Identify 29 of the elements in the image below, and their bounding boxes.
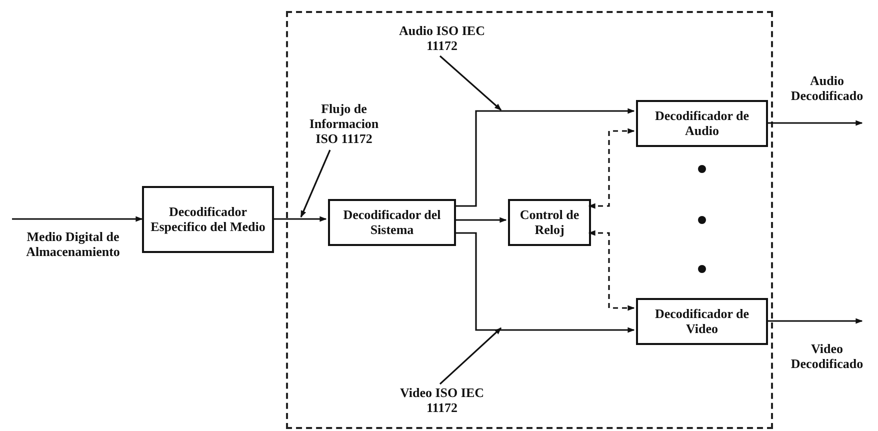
arrow bbox=[12, 216, 143, 222]
box-label: Decodificador del Sistema bbox=[342, 208, 442, 238]
arrow bbox=[588, 128, 635, 209]
box-label: Decodificador de Audio bbox=[654, 108, 750, 138]
arrow bbox=[588, 230, 635, 311]
leader-line bbox=[300, 150, 331, 218]
annotation-text: Audio ISO IEC 11172 bbox=[397, 24, 487, 58]
dashed-boundary bbox=[286, 11, 773, 429]
process-box bbox=[636, 298, 768, 345]
process-box bbox=[328, 199, 456, 246]
box-label: Decodificador Especifico del Medio bbox=[150, 204, 266, 234]
arrow bbox=[454, 217, 507, 223]
arrow bbox=[454, 108, 635, 207]
annotation-text: Flujo de Informacion ISO 11172 bbox=[302, 102, 386, 152]
input-label: Medio Digital de Almacenamiento bbox=[25, 230, 121, 260]
process-box bbox=[142, 186, 274, 253]
arrow bbox=[766, 120, 863, 126]
process-box bbox=[508, 199, 591, 246]
leader-line bbox=[439, 327, 502, 385]
arrow bbox=[454, 232, 635, 333]
annotation-text: Video ISO IEC 11172 bbox=[397, 386, 487, 420]
arrow bbox=[274, 216, 327, 222]
output-label: Video Decodificado bbox=[790, 342, 864, 372]
process-box bbox=[636, 100, 768, 147]
box-label: Control de Reloj bbox=[518, 208, 580, 238]
box-label: Decodificador de Video bbox=[654, 306, 750, 336]
output-label: Audio Decodificado bbox=[790, 74, 864, 104]
leader-line bbox=[439, 55, 502, 111]
arrow bbox=[766, 318, 863, 324]
